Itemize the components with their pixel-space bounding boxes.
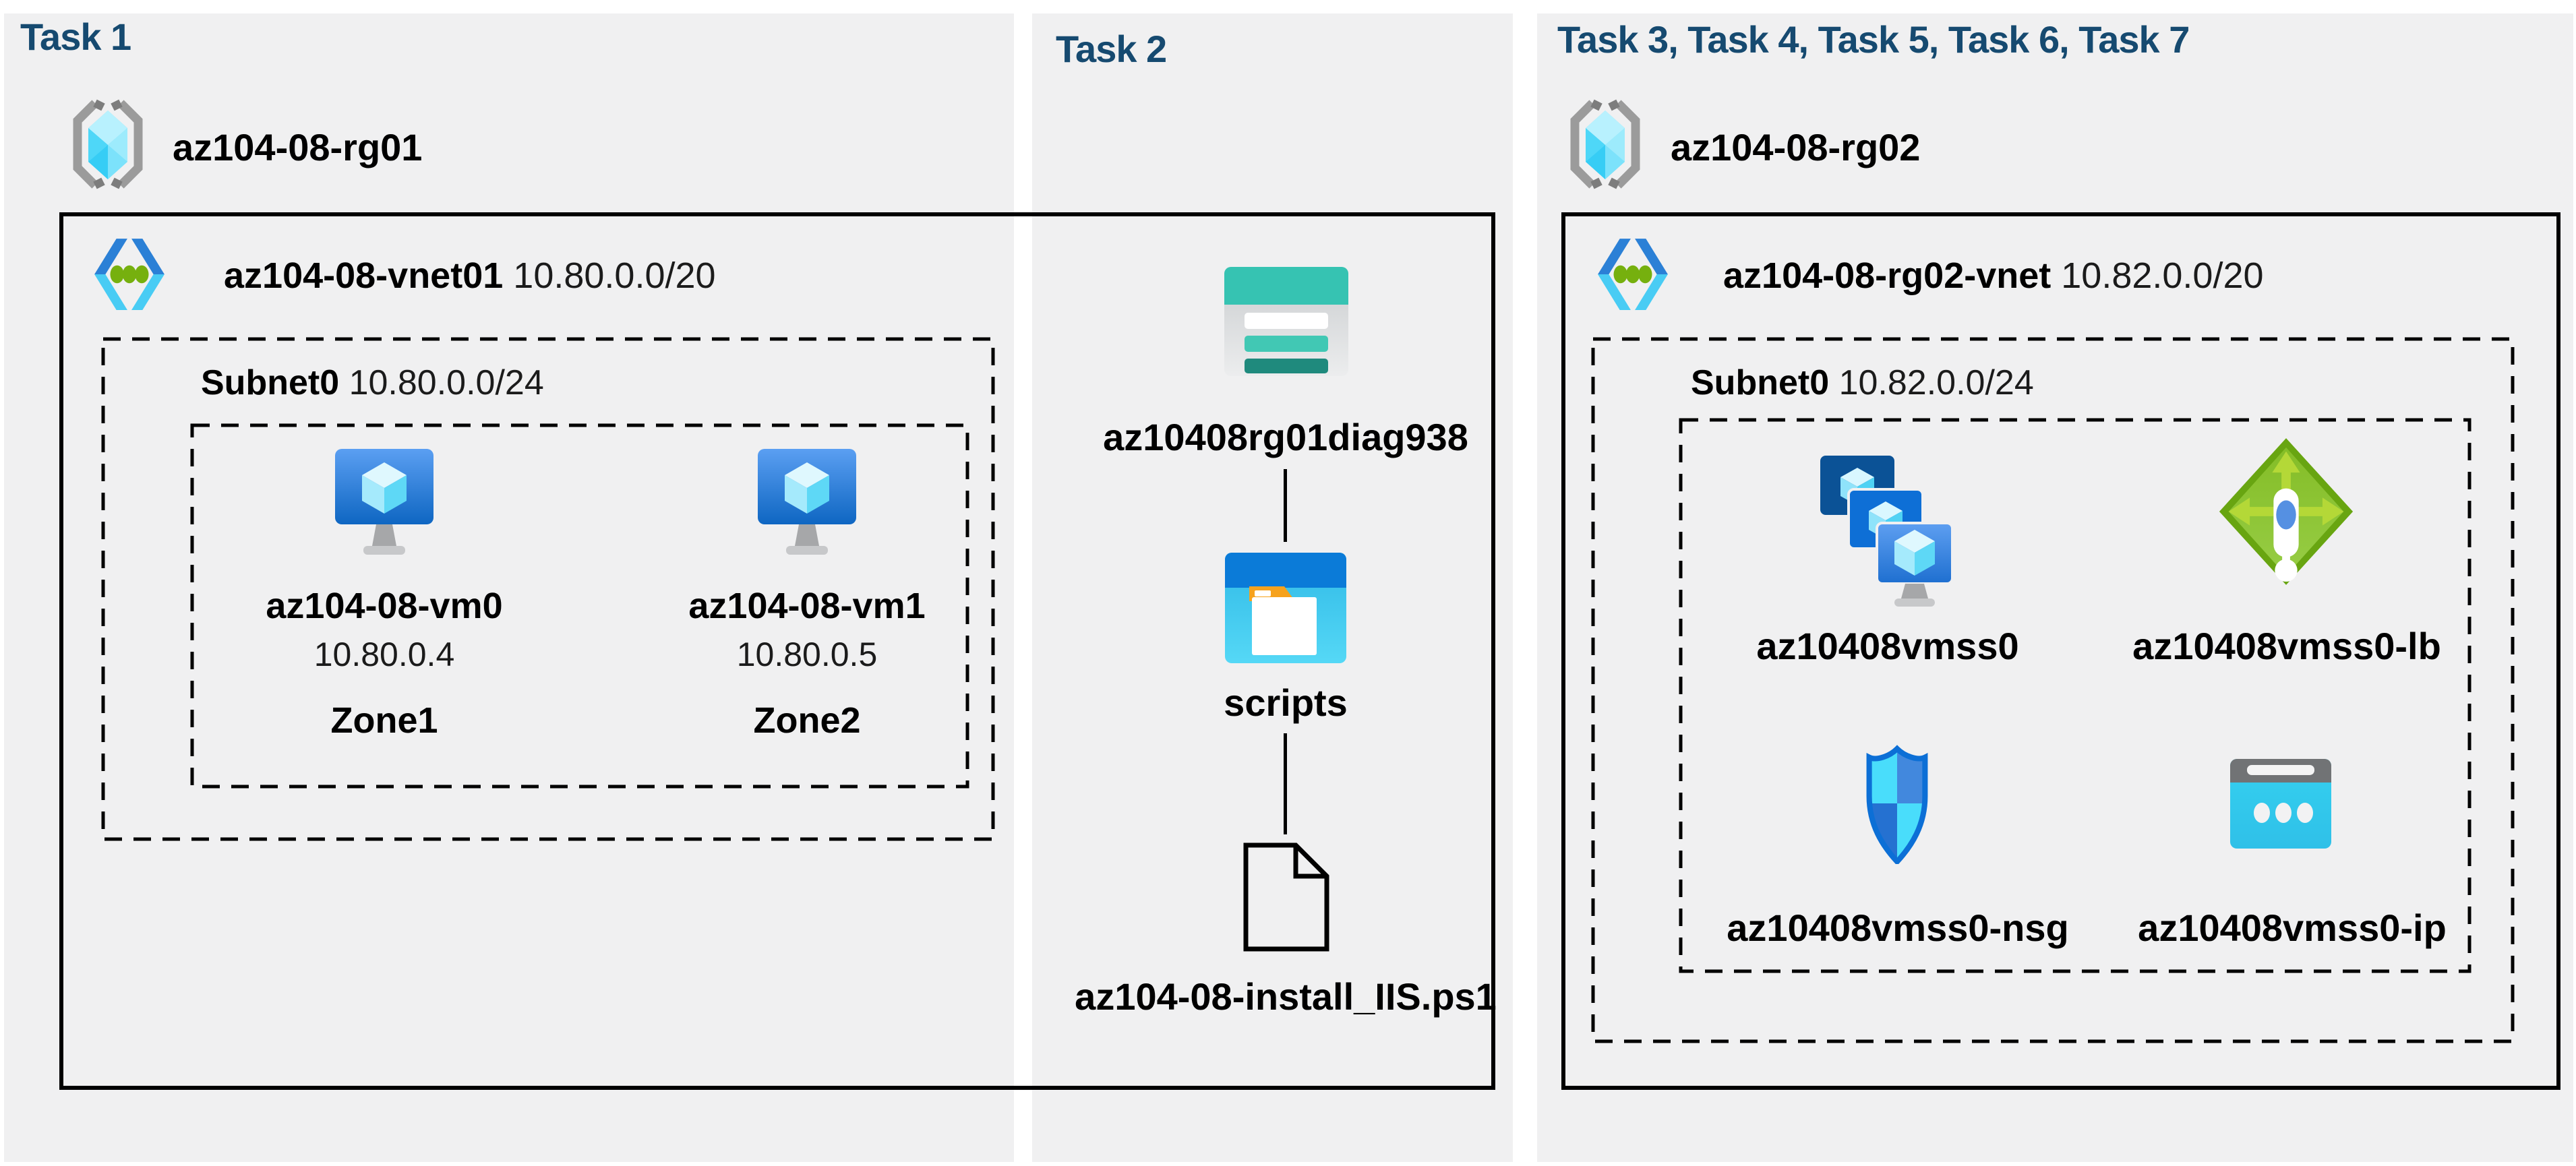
subnet-label: Subnet0 10.82.0.0/24	[1691, 363, 2034, 403]
resource-group-name: az104-08-rg02	[1671, 126, 1921, 168]
subnet-cidr: 10.80.0.0/24	[349, 363, 544, 402]
task1-heading: Task 1	[20, 16, 131, 58]
subnet-name: Subnet0	[201, 363, 340, 402]
task3-heading: Task 3, Task 4, Task 5, Task 6, Task 7	[1557, 18, 2190, 61]
public-ip-name: az10408vmss0-ip	[2138, 907, 2447, 949]
vm-zone: Zone1	[330, 700, 438, 741]
vnet-name: az104-08-rg02-vnet	[1723, 255, 2051, 296]
virtual-machine-icon	[335, 449, 433, 555]
virtual-network-icon	[94, 239, 164, 310]
resource-group-name: az104-08-rg01	[173, 126, 423, 168]
vm-ip: 10.80.0.4	[313, 636, 455, 673]
vnet-name: az104-08-vnet01	[224, 255, 504, 296]
availability-zones-dashed-box	[190, 423, 969, 789]
resource-group-icon	[1570, 99, 1640, 189]
rg02-boundary-box	[1561, 212, 2560, 1090]
connector-line	[1284, 733, 1287, 834]
task1-panel	[4, 13, 1014, 1162]
vmss-name: az10408vmss0	[1756, 625, 2019, 667]
blob-container-icon	[1225, 553, 1346, 663]
load-balancer-name: az10408vmss0-lb	[2132, 625, 2441, 667]
vm-name: az104-08-vm1	[688, 586, 926, 626]
vm-ip: 10.80.0.5	[736, 636, 878, 673]
nsg-name: az10408vmss0-nsg	[1727, 907, 2069, 949]
file-icon	[1243, 842, 1329, 952]
virtual-network-icon	[1598, 239, 1668, 310]
vm-name: az104-08-vm0	[266, 586, 503, 626]
resource-group-icon	[73, 99, 143, 189]
load-balancer-icon	[2219, 438, 2354, 585]
task2-heading: Task 2	[1056, 28, 1167, 70]
public-ip-icon	[2230, 759, 2331, 849]
subnet-name: Subnet0	[1691, 363, 1830, 402]
vnet-label: az104-08-vnet01 10.80.0.0/20	[224, 255, 716, 297]
storage-account-name: az10408rg01diag938	[1103, 416, 1468, 458]
vnet-cidr: 10.80.0.0/20	[513, 255, 716, 296]
rg01-boundary-box	[59, 212, 1495, 1090]
subnet-dashed-box	[101, 337, 995, 841]
connector-line	[1284, 469, 1287, 542]
vm-scale-set-icon	[1820, 456, 1954, 607]
vnet-label: az104-08-rg02-vnet 10.82.0.0/20	[1723, 255, 2264, 297]
vnet-cidr: 10.82.0.0/20	[2061, 255, 2264, 296]
subnet-label: Subnet0 10.80.0.0/24	[201, 363, 544, 403]
network-security-group-icon	[1866, 745, 1928, 864]
vm-zone: Zone2	[753, 700, 861, 741]
virtual-machine-icon	[758, 449, 856, 555]
container-name: scripts	[1224, 681, 1348, 724]
storage-account-icon	[1224, 267, 1348, 376]
script-file-name: az104-08-install_IIS.ps1	[1075, 975, 1497, 1018]
vmss-resources-dashed-box	[1679, 418, 2472, 973]
subnet-cidr: 10.82.0.0/24	[1838, 363, 2034, 402]
